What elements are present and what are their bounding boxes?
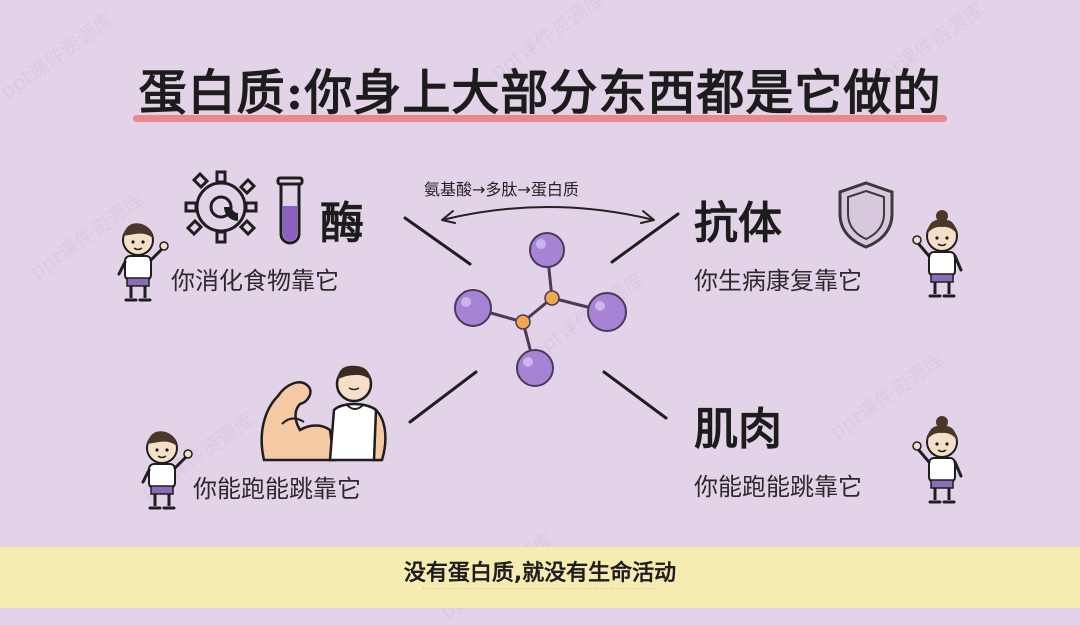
shield-icon bbox=[838, 181, 894, 249]
title-area: 蛋白质:你身上大部分东西都是它做的 bbox=[0, 58, 1080, 128]
child-figure-icon bbox=[912, 416, 963, 504]
strength-description: 你能跑能跳靠它 bbox=[193, 475, 361, 503]
page-title: 蛋白质:你身上大部分东西都是它做的 bbox=[132, 58, 948, 128]
muscle-man-icon bbox=[260, 365, 387, 462]
molecule-icon bbox=[454, 232, 627, 387]
child-figure-icon bbox=[141, 431, 193, 510]
enzyme-description: 你消化食物靠它 bbox=[171, 267, 339, 295]
footer-fine-print: ········································… bbox=[422, 585, 658, 593]
footer-text: 没有蛋白质,就没有生命活动 bbox=[403, 561, 677, 586]
antibody-description: 你生病康复靠它 bbox=[694, 267, 862, 295]
test-tube-icon bbox=[276, 176, 304, 245]
muscle-description: 你能跑能跳靠它 bbox=[694, 473, 862, 501]
process-label: 氨基酸→多肽→蛋白质 bbox=[424, 180, 579, 199]
connector-line-top-left bbox=[403, 216, 472, 266]
double-arrow-icon bbox=[441, 206, 655, 224]
connector-line-bottom-left bbox=[408, 370, 478, 424]
antibody-heading: 抗体 bbox=[694, 198, 782, 249]
enzyme-heading: 酶 bbox=[320, 198, 364, 249]
connector-line-top-right bbox=[610, 212, 680, 264]
title-underline bbox=[132, 115, 948, 122]
page-title-text: 蛋白质:你身上大部分东西都是它做的 bbox=[138, 65, 942, 121]
child-figure-icon bbox=[912, 210, 963, 298]
child-figure-icon bbox=[117, 223, 169, 302]
muscle-heading: 肌肉 bbox=[694, 404, 782, 455]
gear-icon bbox=[184, 170, 258, 244]
connector-line-bottom-right bbox=[602, 370, 668, 420]
footer-banner: 没有蛋白质,就没有生命活动 ··························… bbox=[0, 547, 1080, 608]
connector-lines bbox=[403, 212, 680, 424]
